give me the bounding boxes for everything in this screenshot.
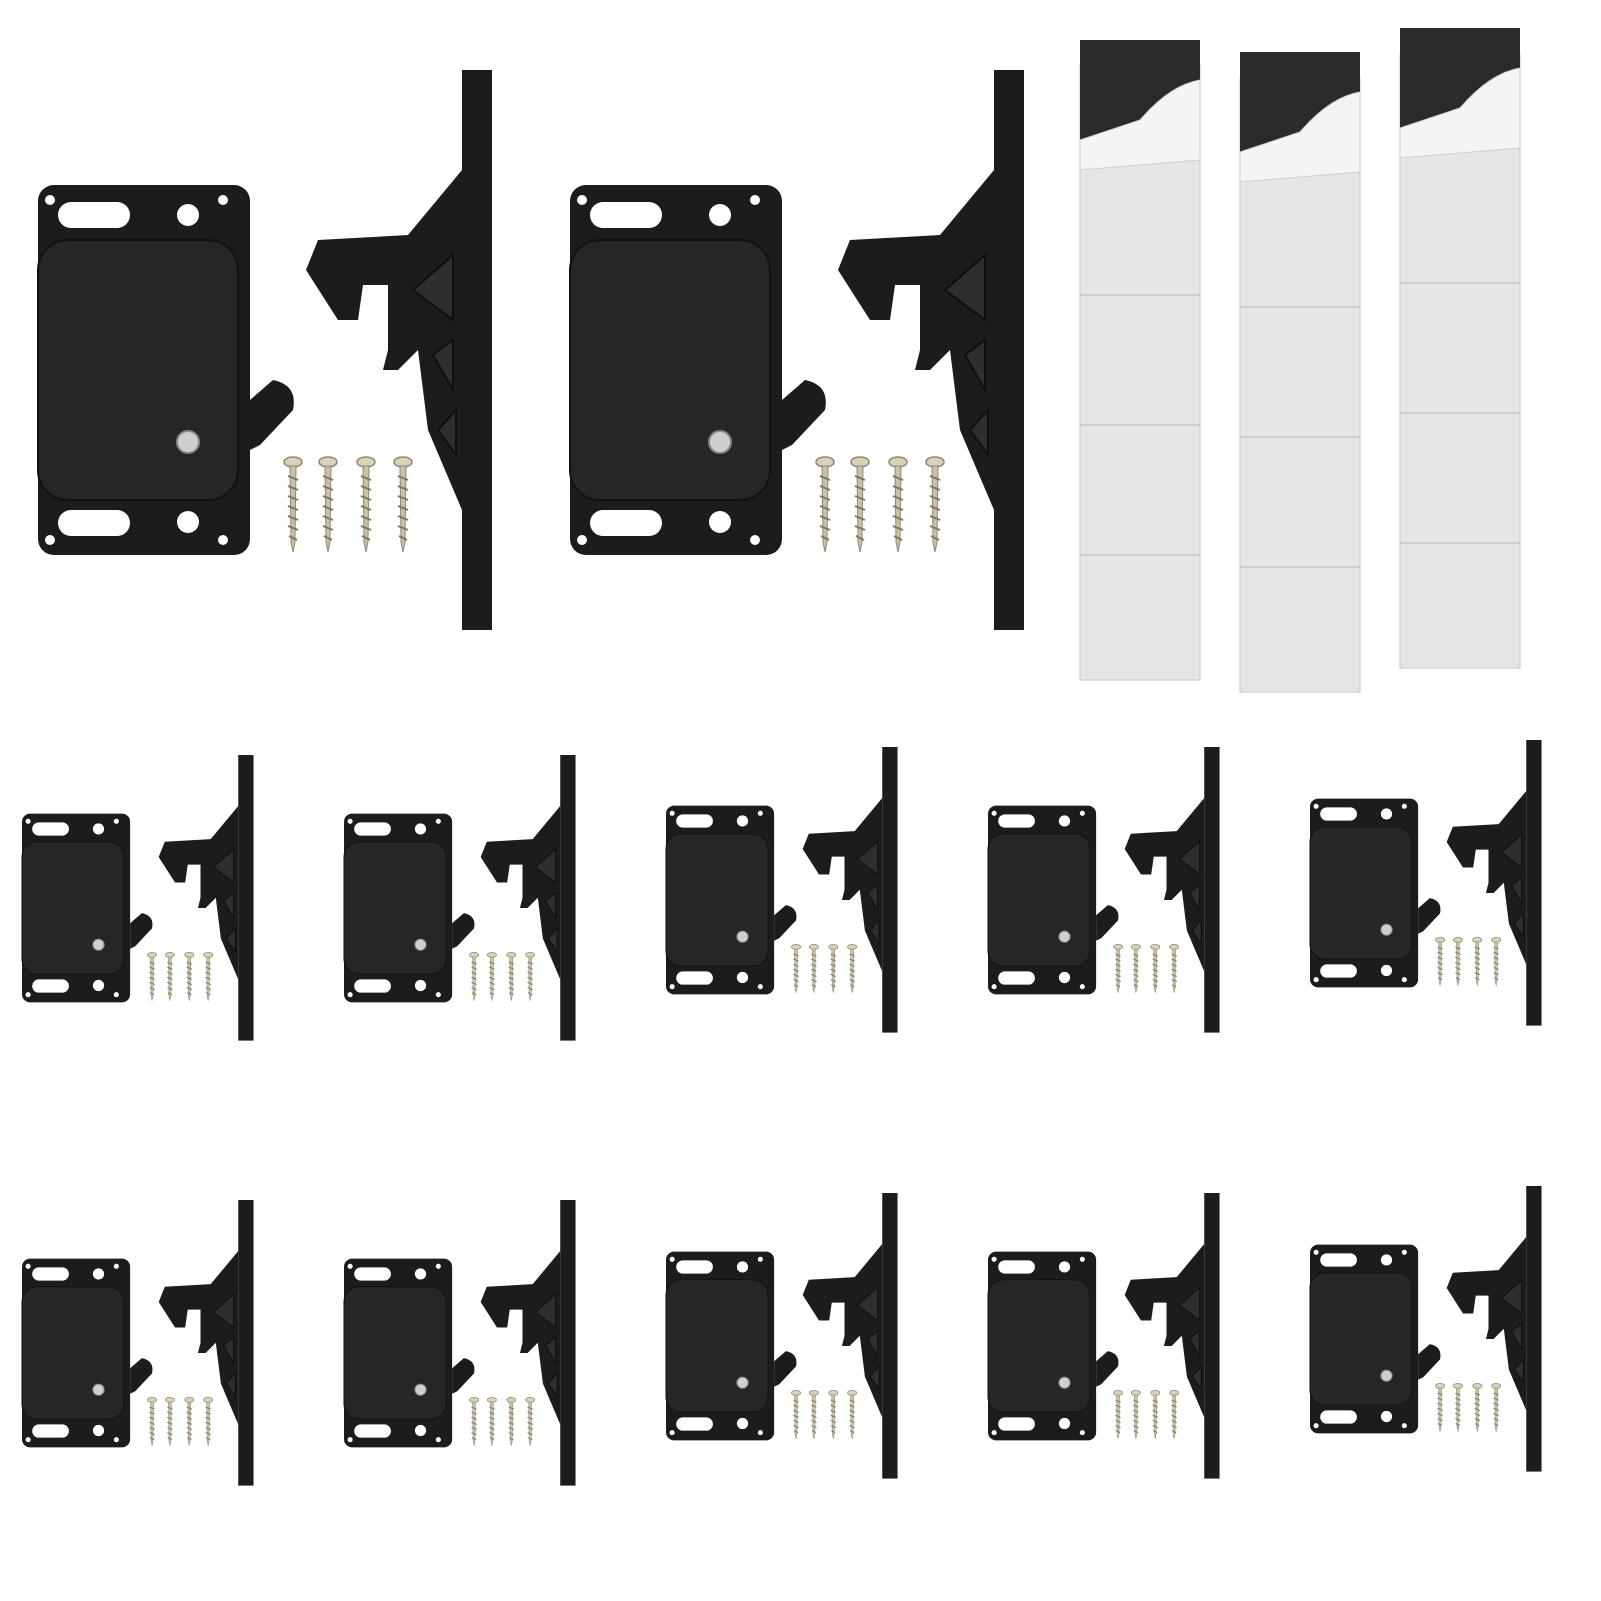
adhesive-strip-2	[1239, 51, 1361, 693]
adhesive-strip-1	[1079, 39, 1201, 681]
adhesive-strip-3	[1399, 27, 1521, 669]
